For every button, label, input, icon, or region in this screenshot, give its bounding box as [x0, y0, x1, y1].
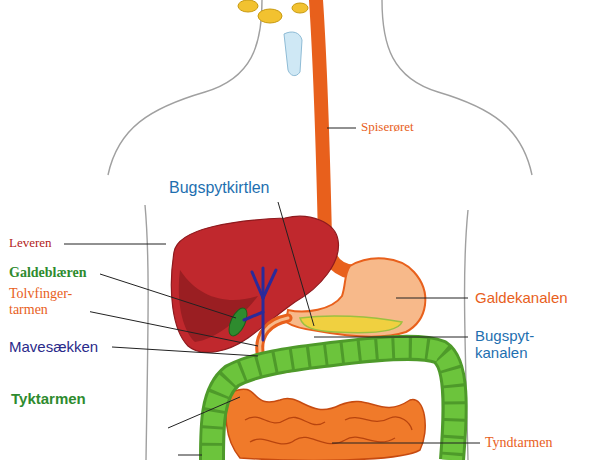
leader-line: [112, 347, 258, 356]
leader-line: [332, 443, 480, 444]
bile-ducts: [244, 268, 276, 340]
leader-line: [178, 455, 202, 456]
leader-line: [278, 202, 314, 326]
larynx: [284, 32, 302, 76]
fold: [245, 417, 325, 425]
left-torso: [145, 205, 148, 460]
pancreas: [300, 316, 402, 333]
cystic-duct: [244, 312, 263, 320]
bile-duct: [262, 268, 265, 340]
leader-line: [396, 298, 468, 299]
liver-lobe: [179, 270, 258, 342]
salivary-gland: [238, 0, 258, 12]
head-glands: [238, 0, 308, 76]
body-outline: [108, 0, 532, 460]
organ-label: Tolvfinger- tarmen: [8, 286, 90, 318]
organ-label: Spiserøret: [360, 120, 415, 135]
organ-label: Tyndtarmen: [484, 435, 553, 451]
stomach: [286, 258, 425, 336]
right-shoulder: [382, 0, 532, 175]
organ-label: Bugspyt- kanalen: [474, 327, 558, 362]
organ-label: Mavesækken: [8, 338, 99, 355]
leader-line: [168, 397, 240, 428]
leader-line: [100, 274, 236, 318]
salivary-gland: [292, 3, 308, 13]
organ-label: Leveren: [8, 236, 53, 251]
liver: [171, 216, 338, 352]
leader-line: [64, 244, 166, 245]
left-shoulder: [108, 0, 262, 175]
leader-lines: [64, 128, 480, 455]
leader-line: [314, 337, 468, 338]
organ-label: Galdeblæren: [8, 265, 88, 281]
gallbladder: [225, 305, 250, 338]
bile-duct-branch: [252, 272, 263, 298]
organ-label: Galdekanalen: [474, 289, 569, 306]
salivary-gland: [258, 9, 282, 23]
bile-duct-branch: [263, 270, 276, 298]
leader-line: [327, 128, 356, 129]
leader-line: [72, 308, 258, 346]
organ-label: Bugspytkirtlen: [168, 179, 271, 197]
small-intestine: [226, 389, 425, 460]
fold: [345, 417, 412, 430]
organ-label: Tyktarmen: [10, 390, 87, 407]
small-intestine-folds: [245, 417, 412, 444]
